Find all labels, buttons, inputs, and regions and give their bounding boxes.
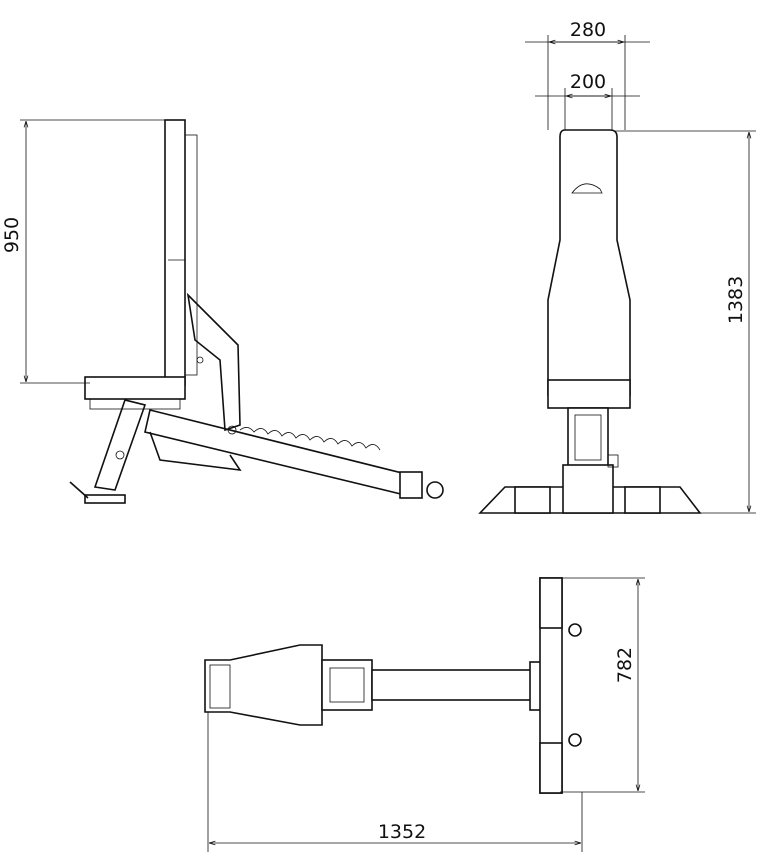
dimension-782: 782	[560, 577, 645, 793]
dimension-label: 1352	[378, 821, 426, 843]
dimension-200: 200	[535, 71, 640, 130]
dimension-label: 1383	[725, 276, 747, 324]
dimension-1383: 1383	[615, 130, 756, 514]
dimension-1352: 1352	[207, 712, 583, 852]
side-view	[69, 119, 444, 504]
dimension-label: 950	[1, 217, 23, 253]
dimension-label: 200	[570, 71, 606, 93]
front-view	[478, 129, 702, 514]
dimension-label: 280	[570, 19, 606, 41]
top-view	[204, 577, 582, 794]
dimension-280: 280	[525, 19, 650, 130]
dimension-950: 950	[1, 119, 170, 384]
dimension-label: 782	[614, 647, 636, 683]
